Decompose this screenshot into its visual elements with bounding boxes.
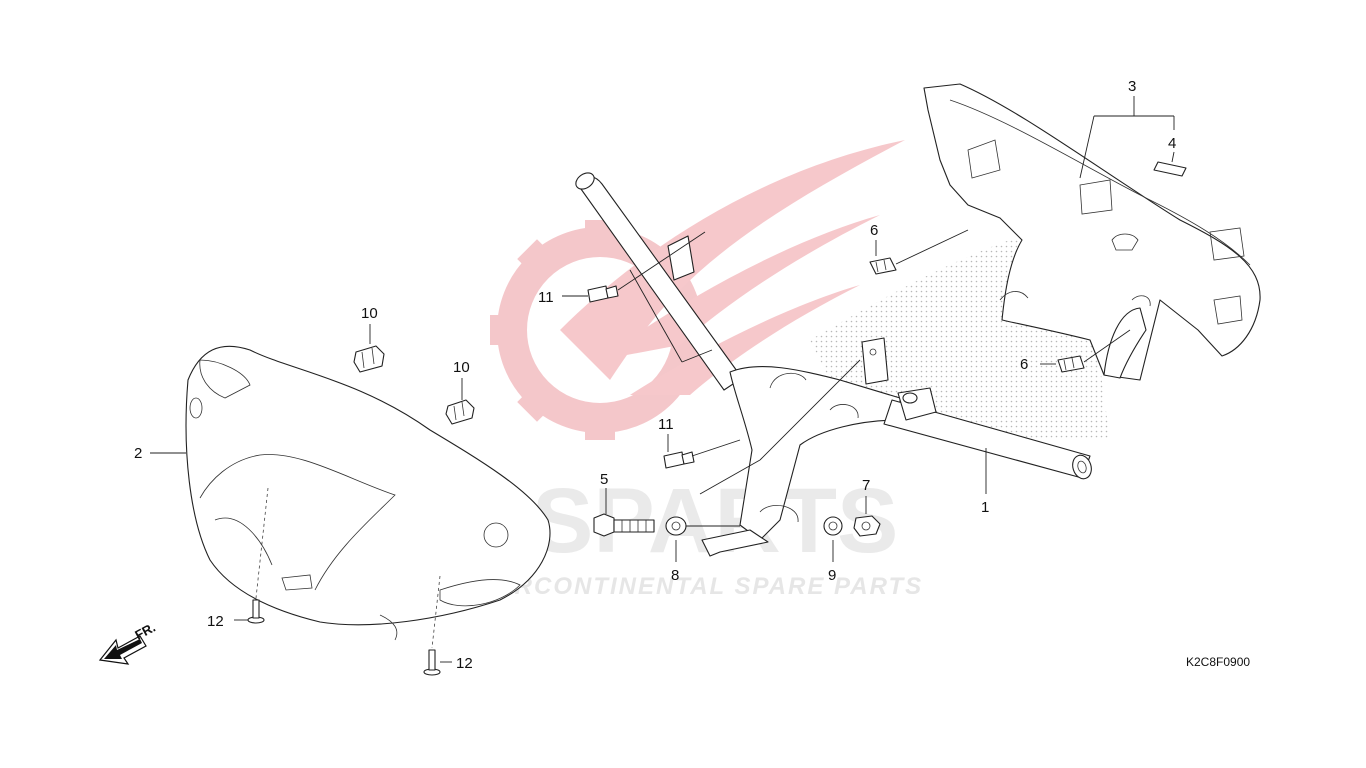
part-11-screw-upper	[587, 285, 619, 303]
part-10-clip-left	[353, 345, 385, 373]
callout-6-lower: 6	[1020, 356, 1028, 373]
part-9-washer	[823, 516, 843, 536]
watermark-wing	[560, 140, 905, 395]
callout-2: 2	[134, 445, 142, 462]
callout-5: 5	[600, 471, 608, 488]
callouts: 1 2 3 4 5 6 6 7 8 9 10 10 11 11 12 12	[134, 78, 1176, 672]
part-10-clip-right	[445, 399, 475, 425]
leader-lines	[150, 96, 1175, 663]
callout-12-left: 12	[207, 613, 224, 630]
callout-8: 8	[671, 567, 679, 584]
part-5-bolt	[593, 513, 655, 537]
callout-3: 3	[1128, 78, 1136, 95]
part-6-clip-upper	[869, 257, 897, 275]
part-6-clip-lower	[1057, 355, 1085, 373]
part-12-screw-right	[423, 649, 441, 676]
callout-11-lower: 11	[658, 416, 674, 433]
part-11-screw-lower	[663, 451, 695, 469]
callout-10-right: 10	[453, 359, 470, 376]
callout-1: 1	[981, 499, 989, 516]
handlebar-pipe	[575, 172, 1092, 557]
front-handlebar-cover	[185, 345, 551, 641]
callout-4: 4	[1168, 135, 1176, 152]
rear-handlebar-cover	[923, 83, 1261, 381]
drawing-code: K2C8F0900	[1186, 655, 1251, 669]
front-direction-indicator: FR.	[98, 620, 158, 665]
callout-10-left: 10	[361, 305, 378, 322]
part-8-washer	[665, 516, 687, 536]
part-7-nut	[853, 515, 881, 537]
callout-6-upper: 6	[870, 222, 878, 239]
callout-11-upper: 11	[538, 289, 554, 306]
callout-12-right: 12	[456, 655, 473, 672]
part-12-screw-left	[247, 599, 265, 624]
callout-7: 7	[862, 477, 870, 494]
callout-9: 9	[828, 567, 836, 584]
part-4-seal	[1153, 161, 1187, 177]
